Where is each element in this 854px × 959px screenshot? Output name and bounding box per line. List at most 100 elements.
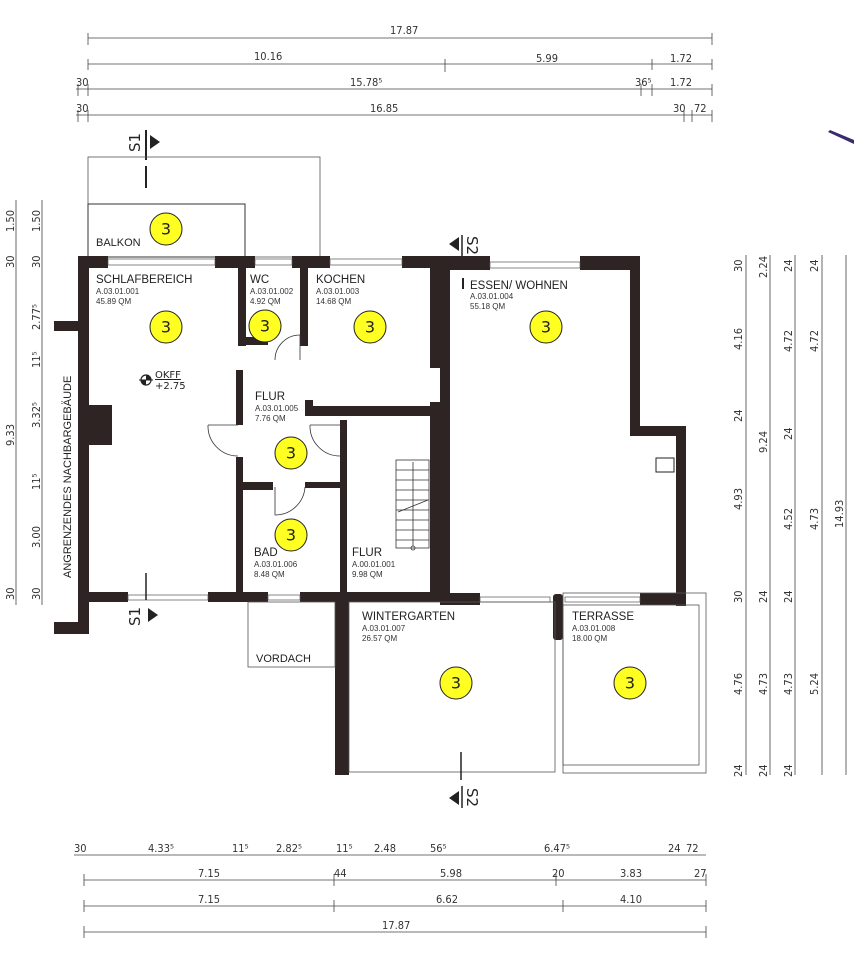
dim-bottom: 4.33⁵ <box>148 842 174 855</box>
dim-right: 30 <box>732 590 745 603</box>
room-badge: 3 <box>541 318 551 337</box>
section-label-s1: S1 <box>126 607 144 626</box>
dim-left-o1: 1.50 <box>4 210 17 232</box>
room-flur-1[interactable]: FLUR A.03.01.005 7.76 QM 3 <box>255 391 308 470</box>
dim-right: 24 <box>782 427 795 440</box>
dim-left-i5: 3.32⁵ <box>30 402 43 428</box>
room-code: A.03.01.008 <box>572 624 616 633</box>
room-code: A.03.01.006 <box>254 560 298 569</box>
room-name: SCHLAFBEREICH <box>96 274 193 286</box>
dim-right: 24 <box>782 590 795 603</box>
room-code: A.03.01.004 <box>470 292 514 301</box>
room-flur-2[interactable]: FLUR A.00.01.001 9.98 QM <box>352 547 396 579</box>
dim-top-r3-a: 30 <box>76 76 89 89</box>
dim-left-i6: 11⁵ <box>30 473 43 490</box>
dim-right-total: 14.93 <box>833 500 846 528</box>
level-value: +2.75 <box>155 381 186 392</box>
room-badge: 3 <box>161 318 171 337</box>
room-area: 4.92 QM <box>250 297 281 306</box>
room-badge: 3 <box>260 317 270 336</box>
staircase <box>395 459 430 551</box>
dim-right: 24 <box>757 764 770 777</box>
top-dimensions: 17.87 10.16 5.99 1.72 30 15.78⁵ 36⁵ 1.72… <box>76 24 713 122</box>
dim-right: 24 <box>732 764 745 777</box>
section-marker-s2-bottom[interactable]: S2 <box>449 752 481 808</box>
section-marker-s1-top[interactable]: S1 <box>126 130 160 188</box>
dim-top-r2-a: 10.16 <box>254 50 282 63</box>
dim-bottom: 11⁵ <box>232 842 249 855</box>
dim-right: 4.73 <box>782 673 795 695</box>
room-name: FLUR <box>255 391 285 403</box>
section-marker-s1-bottom[interactable]: S1 <box>126 607 158 626</box>
room-terrasse[interactable]: TERRASSE A.03.01.008 18.00 QM 3 <box>572 611 647 700</box>
dim-top-r3-c: 36⁵ <box>635 76 652 89</box>
dim-bottom: 3.83 <box>620 867 642 880</box>
dim-bottom: 20 <box>552 867 565 880</box>
dim-right: 4.16 <box>732 328 745 350</box>
right-dimensions: 30 4.16 24 4.93 30 4.76 24 2.24 9.24 24 … <box>732 255 847 777</box>
dim-right: 24 <box>732 409 745 422</box>
dim-left-i2: 30 <box>30 255 43 268</box>
dim-bottom: 7.15 <box>198 867 220 880</box>
room-area: 18.00 QM <box>572 634 607 643</box>
section-label-s2: S2 <box>463 788 481 807</box>
level-marker: OKFF +2.75 <box>139 370 186 392</box>
room-name: WC <box>250 274 269 286</box>
dim-left-i3: 2.77⁵ <box>30 304 43 330</box>
dim-top-r4-c: 30 <box>673 102 686 115</box>
left-dimensions: 1.50 30 9.33 30 1.50 30 2.77⁵ 11⁵ 3.32⁵ … <box>4 200 43 605</box>
room-area: 45.89 QM <box>96 297 131 306</box>
dim-right: 4.52 <box>782 508 795 530</box>
dim-right: 4.72 <box>782 330 795 352</box>
dim-bottom: 11⁵ <box>336 842 353 855</box>
room-badge: 3 <box>365 318 375 337</box>
room-badge: 3 <box>286 444 296 463</box>
vordach-label: VORDACH <box>256 653 311 665</box>
room-wintergarten[interactable]: WINTERGARTEN A.03.01.007 26.57 QM 3 <box>362 611 473 700</box>
dim-left-i7: 3.00 <box>30 526 43 548</box>
pen-mark <box>828 130 854 144</box>
dim-top-r3-b: 15.78⁵ <box>350 76 382 89</box>
room-badge: 3 <box>451 674 461 693</box>
room-essen-wohnen[interactable]: ESSEN/ WOHNEN A.03.01.004 55.18 QM 3 <box>462 278 568 344</box>
room-area: 7.76 QM <box>255 414 286 423</box>
dim-bottom: 24 <box>668 842 681 855</box>
dim-right: 4.73 <box>757 673 770 695</box>
dim-right: 5.24 <box>808 673 821 695</box>
room-code: A.03.01.003 <box>316 287 360 296</box>
dim-top-r4-d: 72 <box>694 102 707 115</box>
room-balkon[interactable]: BALKON 3 <box>87 203 246 258</box>
walls <box>54 256 686 775</box>
dim-bottom: 6.62 <box>436 893 458 906</box>
dim-bottom: 5.98 <box>440 867 462 880</box>
dim-top-r4-a: 30 <box>76 102 89 115</box>
room-name: ESSEN/ WOHNEN <box>470 280 568 292</box>
dim-right: 2.24 <box>757 256 770 278</box>
dim-left-o4: 30 <box>4 587 17 600</box>
room-name: BAD <box>254 547 278 559</box>
room-area: 8.48 QM <box>254 570 285 579</box>
room-bad[interactable]: 3 BAD A.03.01.006 8.48 QM <box>254 518 308 579</box>
room-name: FLUR <box>352 547 382 559</box>
room-kochen[interactable]: KOCHEN A.03.01.003 14.68 QM 3 <box>316 274 387 344</box>
section-marker-s2-top[interactable]: S2 <box>449 235 481 256</box>
room-wc[interactable]: WC A.03.01.002 4.92 QM 3 <box>248 274 294 343</box>
room-name: KOCHEN <box>316 274 365 286</box>
dim-left-o2: 30 <box>4 255 17 268</box>
bottom-dimensions: 30 4.33⁵ 11⁵ 2.82⁵ 11⁵ 2.48 56⁵ 6.47⁵ 24… <box>74 842 707 938</box>
room-area: 14.68 QM <box>316 297 351 306</box>
section-label-s2: S2 <box>463 236 481 255</box>
room-schlafbereich[interactable]: SCHLAFBEREICH A.03.01.001 45.89 QM 3 <box>96 274 193 344</box>
dim-right: 30 <box>732 259 745 272</box>
room-area: 26.57 QM <box>362 634 397 643</box>
neighbor-building-label: ANGRENZENDES NACHBARGEBÄUDE <box>62 376 74 578</box>
dim-right: 4.76 <box>732 673 745 695</box>
dim-bottom: 72 <box>686 842 699 855</box>
dim-left-o3: 9.33 <box>4 424 17 446</box>
dim-bottom: 7.15 <box>198 893 220 906</box>
dim-right: 4.73 <box>808 508 821 530</box>
room-name: WINTERGARTEN <box>362 611 455 623</box>
room-badge: 3 <box>286 526 296 545</box>
dim-top-total: 17.87 <box>390 24 418 37</box>
